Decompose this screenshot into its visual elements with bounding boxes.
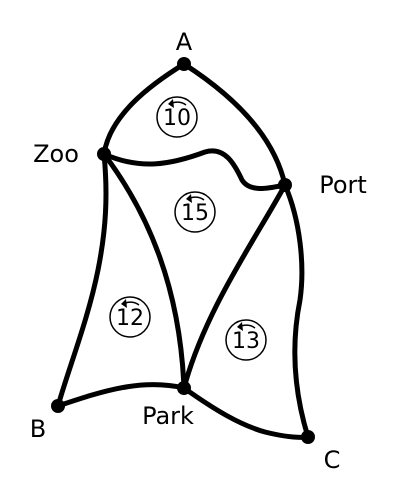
arrowhead-icon: [186, 194, 192, 203]
node-label-park: Park: [142, 402, 194, 430]
cycle-ring: [174, 191, 216, 233]
cycle-value: 10: [163, 106, 191, 131]
cycle-value: 13: [232, 329, 260, 354]
node-c[interactable]: [301, 430, 315, 444]
edge-zoo-port: [101, 148, 288, 191]
edges: [55, 61, 311, 440]
cycle-marker-r4: 13: [225, 319, 267, 361]
node-label-zoo: Zoo: [33, 140, 79, 168]
node-label-b: B: [30, 415, 46, 443]
node-port[interactable]: [278, 178, 292, 192]
edge-zoo-park: [101, 151, 187, 391]
edge-a-zoo: [101, 61, 187, 157]
arrowhead-icon: [168, 99, 174, 108]
cycle-value: 15: [181, 201, 209, 226]
cycle-marker-r3: 12: [109, 296, 151, 338]
node-zoo[interactable]: [97, 147, 111, 161]
cycle-ring: [156, 96, 198, 138]
node-label-c: C: [324, 446, 341, 474]
cycle-marker-r1: 10: [156, 96, 198, 138]
edge-zoo-b: [55, 151, 109, 409]
edge-a-port: [181, 61, 288, 188]
arrowhead-icon: [237, 322, 243, 331]
nodes: [51, 57, 315, 444]
node-b[interactable]: [51, 399, 65, 413]
cycle-ring: [225, 319, 267, 361]
cycle-value: 12: [116, 306, 144, 331]
node-a[interactable]: [177, 57, 191, 71]
node-labels: A Zoo Port B Park C: [30, 28, 367, 474]
cycle-marker-r2: 15: [174, 191, 216, 233]
node-label-a: A: [176, 28, 193, 56]
node-label-port: Port: [319, 171, 367, 199]
cycle-ring: [109, 296, 151, 338]
edge-b-park: [55, 382, 187, 409]
node-park[interactable]: [177, 381, 191, 395]
edge-port-park: [181, 182, 288, 391]
arrowhead-icon: [121, 299, 127, 308]
edge-park-c: [181, 385, 311, 440]
edge-port-c: [282, 182, 311, 440]
